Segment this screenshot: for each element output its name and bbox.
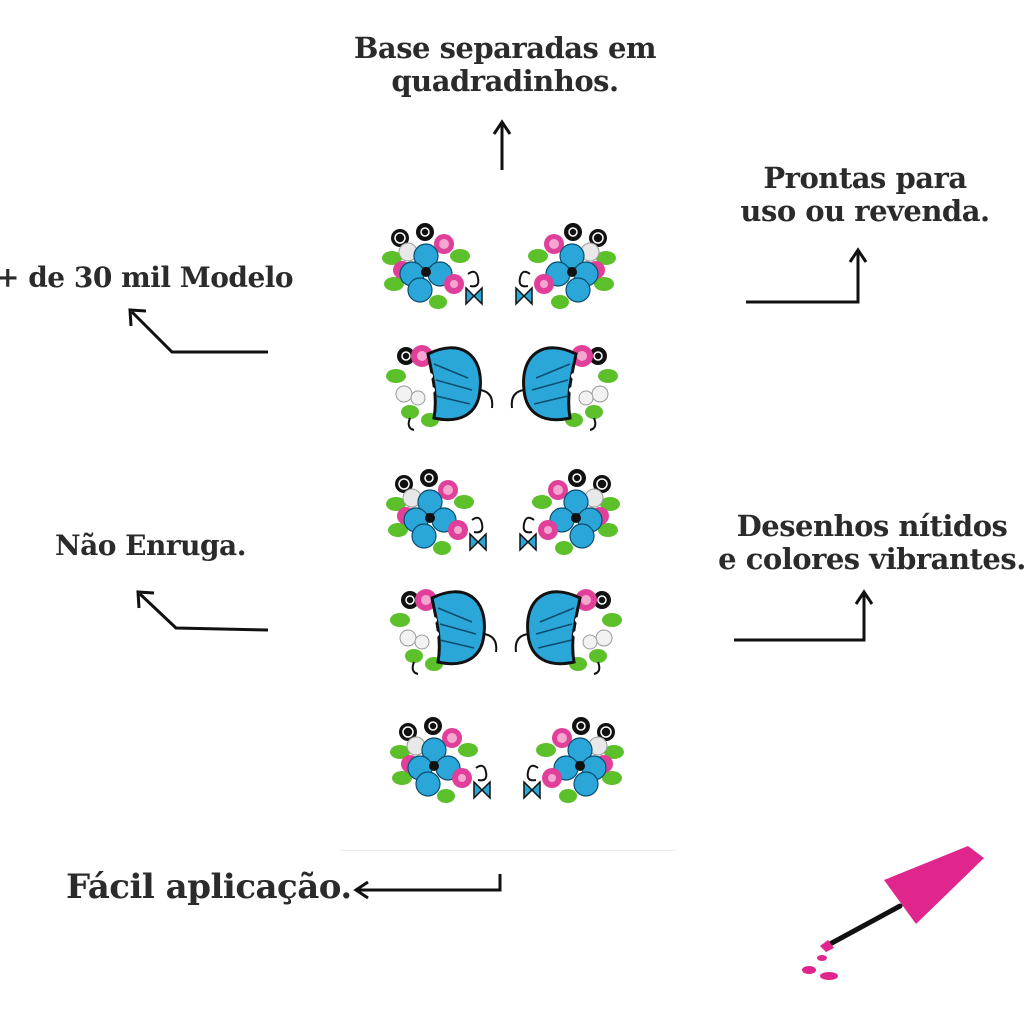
flower-sticker (515, 222, 617, 310)
arrow-enruga (136, 590, 269, 632)
base-label-line1: Base separadas em (353, 31, 657, 65)
butterfly-sticker (384, 343, 494, 432)
desenhos-label-line1: Desenhos nítidos (736, 509, 1008, 543)
butterfly-sticker (510, 343, 620, 432)
prontas-label-line2: uso ou revenda. (740, 194, 990, 229)
flower-sticker (519, 468, 621, 556)
desenhos-label: Desenhos nítidos e colores vibrantes. (712, 509, 1024, 577)
arrow-modelos (128, 308, 268, 354)
base-label: Base separadas em quadradinhos. (330, 31, 680, 99)
flower-sticker (389, 716, 491, 804)
base-label-line2: quadradinhos. (391, 64, 619, 99)
modelos-label: + de 30 mil Modelo (0, 261, 296, 294)
prontas-label: Prontas para uso ou revenda. (720, 161, 1010, 229)
arrow-facil (353, 874, 502, 900)
sticker-grid (381, 222, 625, 804)
nail-polish-brush-icon (802, 846, 984, 980)
facil-label-text: Fácil aplicação. (66, 867, 352, 907)
prontas-label-line1: Prontas para (763, 161, 967, 195)
flower-sticker (523, 716, 625, 804)
facil-label: Fácil aplicação. (66, 867, 356, 907)
flower-sticker (385, 468, 487, 556)
butterfly-sticker (514, 587, 624, 676)
desenhos-label-line2: e colores vibrantes. (718, 542, 1024, 577)
enruga-label: Não Enruga. (55, 529, 275, 562)
arrow-base (492, 119, 512, 170)
modelos-label-text: + de 30 mil Modelo (0, 261, 294, 294)
enruga-label-text: Não Enruga. (55, 529, 246, 562)
arrow-prontas (746, 247, 868, 304)
butterfly-sticker (388, 587, 498, 676)
arrow-desenhos (734, 589, 874, 642)
flower-sticker (381, 222, 483, 310)
